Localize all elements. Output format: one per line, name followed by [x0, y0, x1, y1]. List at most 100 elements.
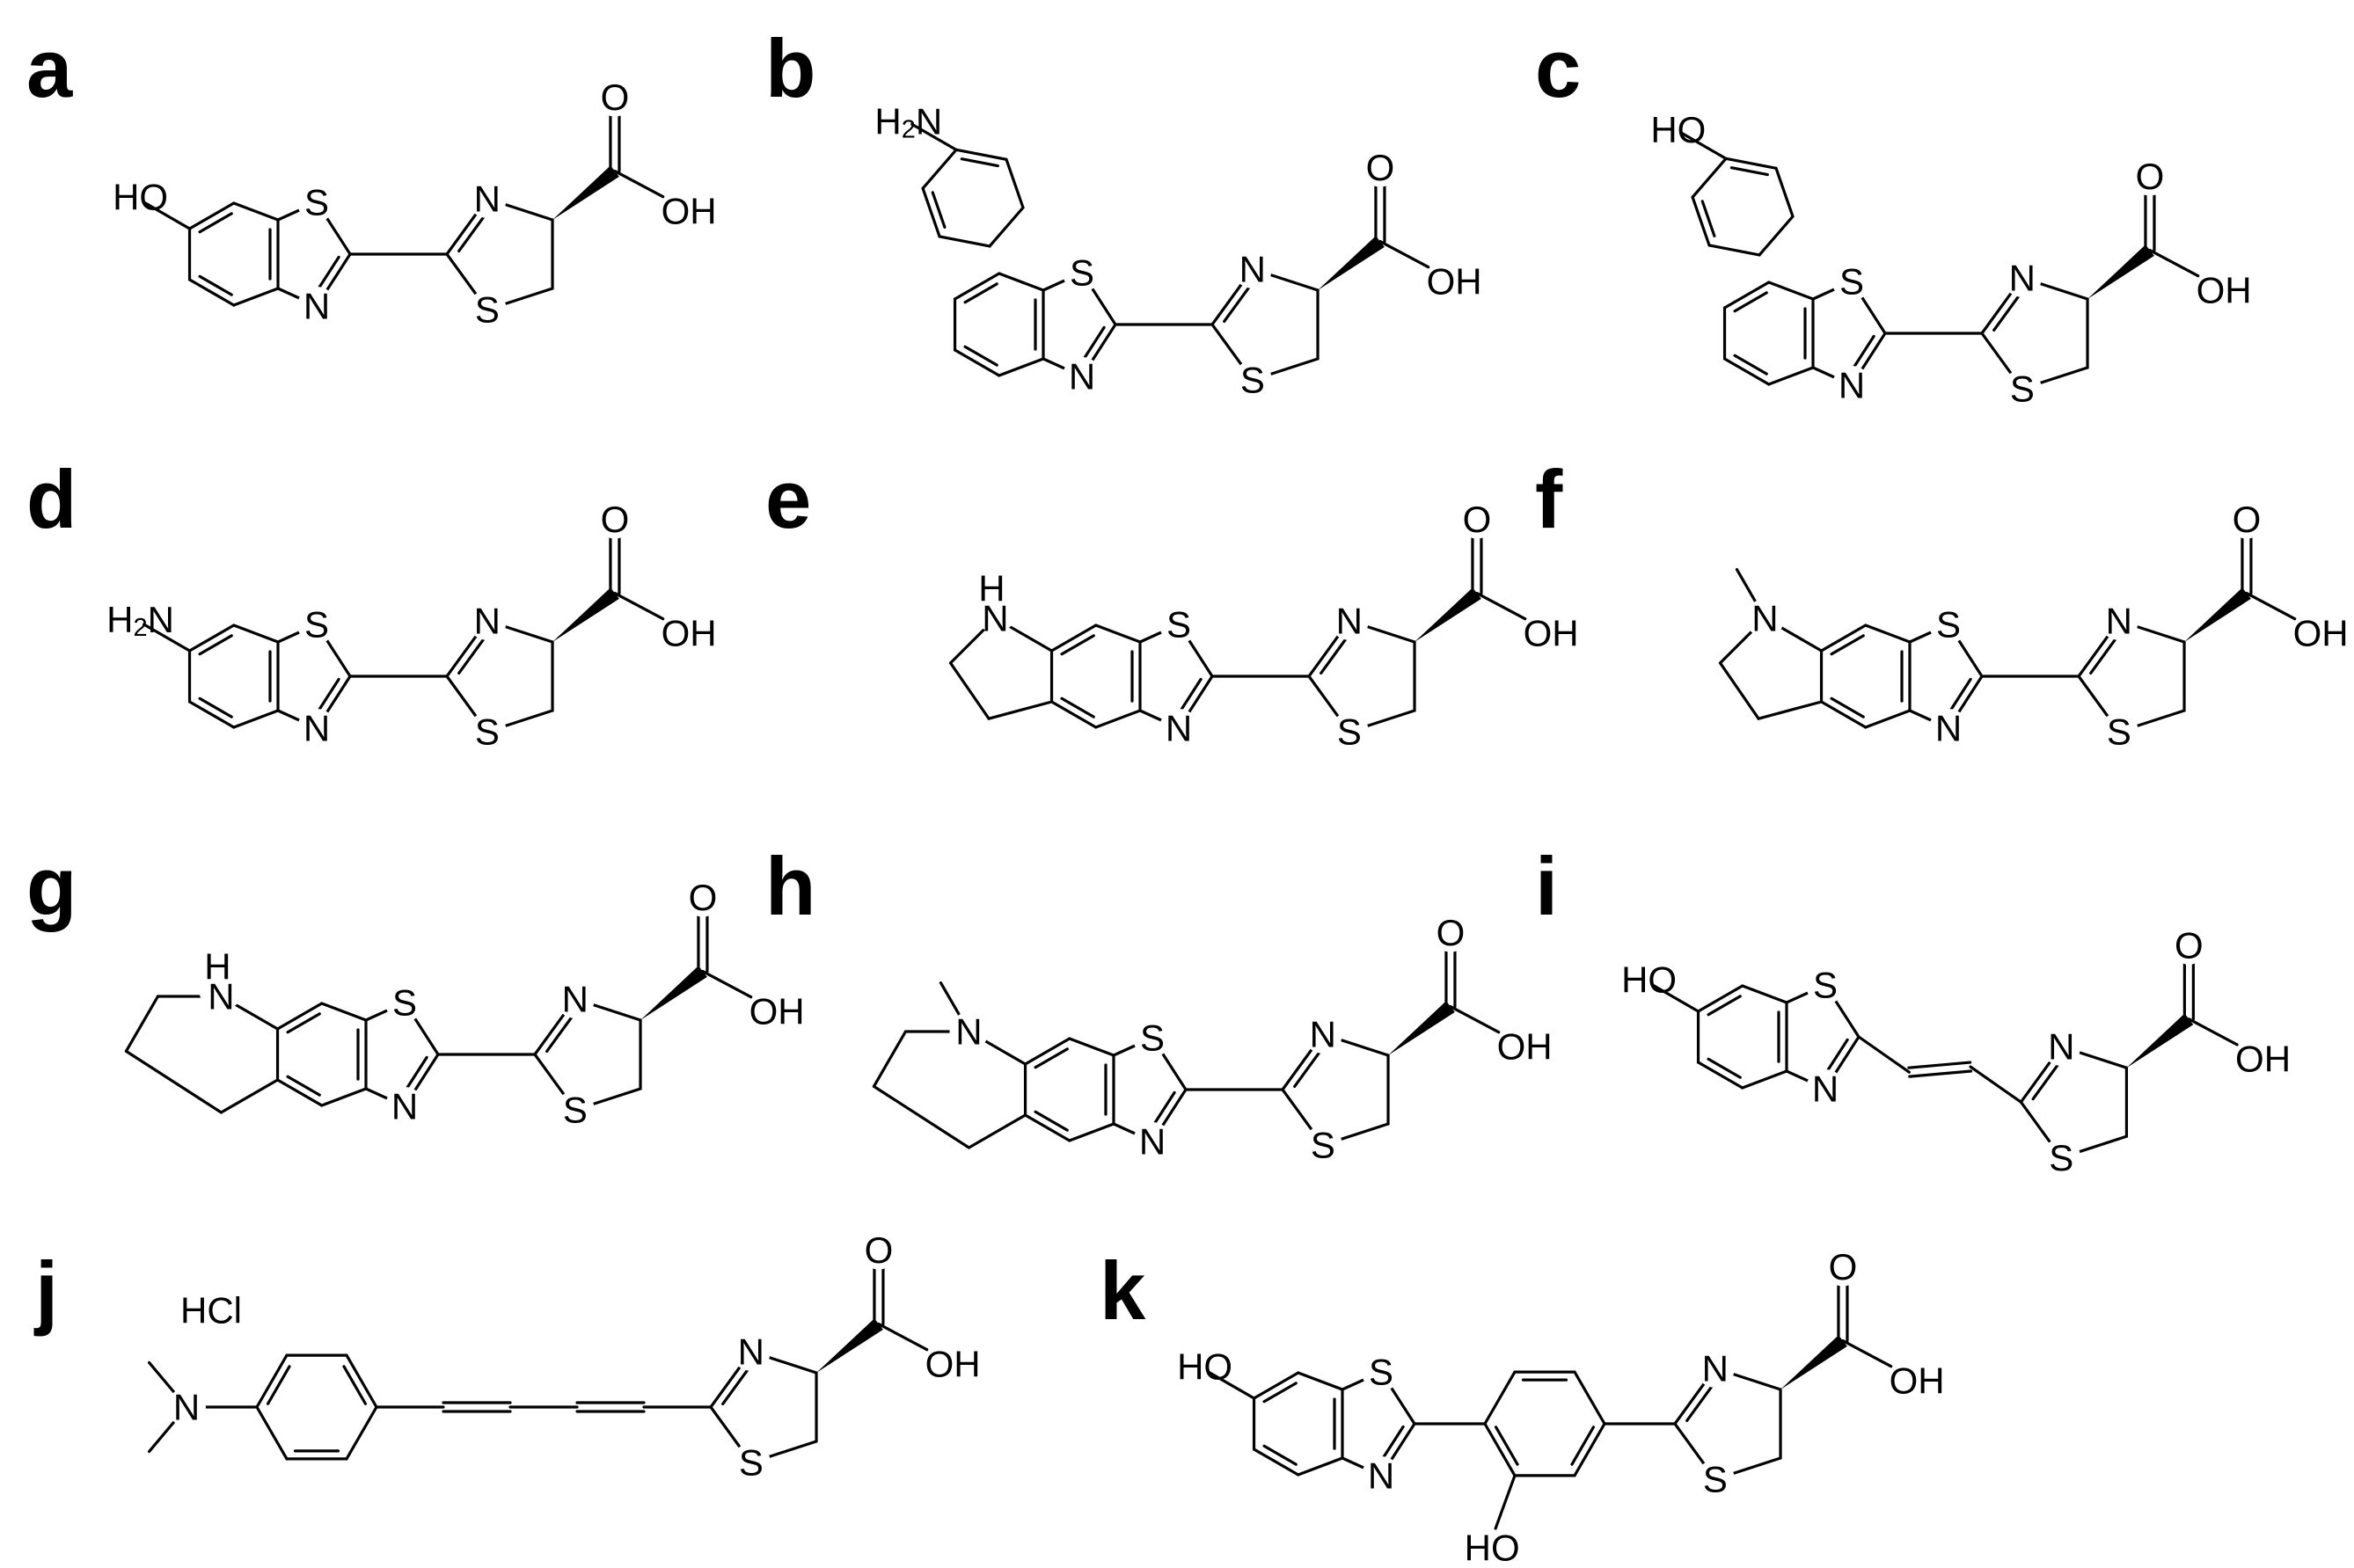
atom-mask — [2099, 601, 2138, 640]
bond — [1378, 239, 1430, 269]
bond — [1696, 984, 1744, 1013]
bond — [1252, 1371, 1300, 1400]
hydroxyl-label: OH — [2293, 613, 2349, 654]
bond — [1262, 1382, 1298, 1404]
atom-mask — [467, 601, 507, 640]
bond — [1722, 357, 1771, 386]
bond — [2031, 1057, 2064, 1101]
bond — [1293, 1045, 1326, 1089]
bond — [1060, 696, 1095, 718]
sulfur-atom: S — [739, 1442, 764, 1484]
bond — [721, 1362, 754, 1406]
bond — [2148, 248, 2200, 278]
atom-mask — [1063, 357, 1101, 396]
bond — [1992, 288, 2025, 332]
bond — [987, 700, 1054, 720]
bond — [286, 1075, 321, 1097]
bond — [872, 1084, 971, 1149]
atom-mask — [385, 1087, 424, 1126]
atom-mask — [1303, 1126, 1342, 1165]
bond — [1724, 157, 1778, 170]
hcl-salt-label: HCl — [180, 1290, 242, 1331]
bond — [1767, 281, 1815, 301]
bond — [2089, 631, 2122, 675]
bond — [1718, 661, 1760, 720]
nitrogen-atom: N — [562, 978, 588, 1019]
atom-mask — [1806, 966, 1845, 1004]
nitrogen-atom: N — [1166, 708, 1192, 749]
bond — [1707, 244, 1761, 257]
bond — [1060, 634, 1095, 656]
bond — [1449, 1004, 1501, 1034]
bond — [1729, 166, 1769, 177]
wedge-bond — [1415, 587, 1481, 642]
amine-label: H2N — [874, 100, 942, 144]
carbonyl-oxygen: O — [1437, 912, 1466, 953]
bond — [232, 287, 280, 307]
bond — [1691, 157, 1728, 199]
bond — [142, 201, 192, 230]
nitrogen-atom: N — [1336, 600, 1363, 641]
bond — [1034, 1047, 1069, 1069]
bond — [1830, 634, 1865, 656]
atom-mask — [297, 183, 336, 222]
bond — [1757, 700, 1824, 720]
bond — [998, 272, 1045, 292]
nitrogen-atom: N — [474, 178, 501, 219]
sulfur-atom: S — [1839, 261, 1864, 303]
bond — [320, 1002, 368, 1022]
bond — [872, 1030, 908, 1088]
nitrogen-atom: N — [1935, 708, 1962, 749]
sulfur-atom: S — [392, 982, 417, 1024]
ring-nh-nitrogen: N — [208, 976, 234, 1017]
bond — [1741, 1069, 1788, 1090]
panel-letter-i: i — [1535, 840, 1558, 932]
sulfur-atom: S — [1166, 604, 1191, 645]
bond — [877, 1322, 929, 1352]
bond — [142, 623, 192, 653]
bond — [953, 272, 1001, 301]
atom-mask — [1832, 366, 1871, 405]
atom-mask — [198, 965, 245, 1010]
bond — [1680, 131, 1728, 160]
hydroxyl-label: OH — [1524, 613, 1579, 654]
wedge-bond — [552, 165, 619, 220]
bond — [219, 1078, 280, 1114]
bond — [1068, 1122, 1115, 1142]
nitrogen-atom: N — [303, 286, 330, 327]
bond — [232, 201, 280, 222]
atom-mask — [1745, 599, 1785, 638]
atom-mask — [297, 287, 336, 325]
bond — [1707, 1057, 1742, 1079]
carbonyl-oxygen: O — [601, 77, 630, 118]
bond — [1094, 624, 1142, 644]
bond — [232, 624, 280, 644]
atom-mask — [1929, 605, 1968, 644]
bond — [1023, 1113, 1071, 1142]
ring-nitrogen: N — [955, 1011, 982, 1053]
nitrogen-atom: N — [1702, 1347, 1729, 1389]
carbonyl-oxygen: O — [2175, 924, 2204, 966]
hydroxyl-label: OH — [925, 1344, 981, 1385]
atom-mask — [1063, 253, 1101, 292]
atom-mask — [1929, 709, 1968, 748]
bond — [187, 624, 236, 653]
bond — [198, 274, 233, 296]
bond — [1483, 1370, 1517, 1426]
atom-mask — [1457, 500, 1496, 539]
panel-letter-g: g — [26, 840, 77, 932]
bond — [2187, 1017, 2239, 1047]
bond — [1494, 1426, 1519, 1466]
panel-letter-c: c — [1535, 22, 1581, 114]
atom-mask — [1360, 148, 1400, 187]
hydroxyl-label: HO — [1621, 959, 1677, 1001]
nitrogen-atom: N — [1239, 248, 1266, 289]
bond — [1223, 280, 1255, 324]
atom-mask — [1133, 1122, 1172, 1161]
hydroxyl-label: OH — [1427, 261, 1482, 303]
sulfur-atom: S — [1703, 1459, 1728, 1500]
bond — [198, 212, 233, 234]
bond — [545, 1010, 578, 1054]
nitrogen-atom: N — [303, 708, 330, 749]
